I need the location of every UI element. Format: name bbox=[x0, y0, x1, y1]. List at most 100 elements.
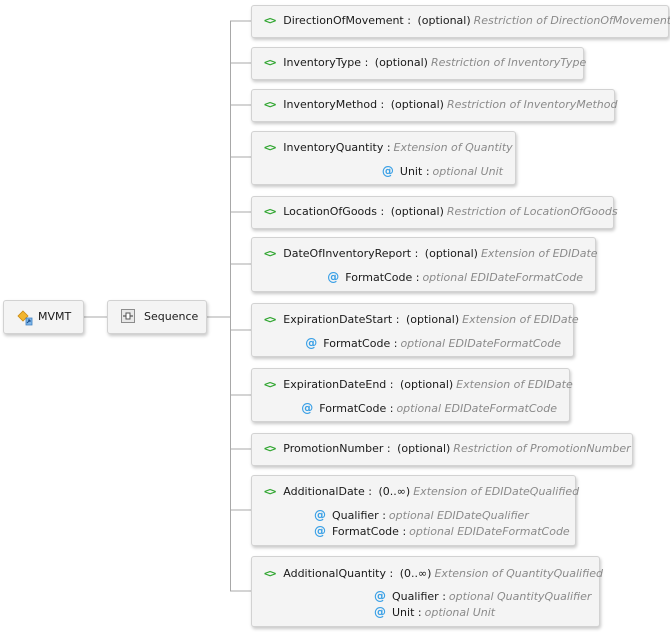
element-cardinality: (optional) bbox=[397, 442, 451, 455]
attribute-type: optional EDIDateFormatCode bbox=[422, 271, 583, 284]
attribute-name: Qualifier bbox=[392, 590, 439, 603]
separator: : bbox=[382, 509, 386, 522]
separator: : bbox=[364, 56, 369, 69]
element-name: DateOfInventoryReport bbox=[283, 247, 412, 260]
sequence-node[interactable]: Sequence bbox=[107, 300, 207, 334]
element-name: DirectionOfMovement bbox=[283, 14, 404, 27]
attribute-type: optional EDIDateFormatCode bbox=[409, 525, 570, 538]
element-cardinality: (optional) bbox=[417, 14, 471, 27]
element-icon: <> bbox=[264, 567, 276, 580]
element-icon: <> bbox=[264, 313, 276, 326]
element-type: Extension of Quantity bbox=[393, 141, 513, 154]
separator: : bbox=[395, 313, 400, 326]
attribute-type: optional QuantityQualifier bbox=[448, 590, 592, 603]
element-type: Extension of EDIDate bbox=[462, 313, 579, 326]
element-icon: <> bbox=[264, 378, 276, 391]
element-cardinality: (optional) bbox=[405, 313, 460, 326]
element-type: Extension of QuantityQualified bbox=[434, 567, 603, 580]
separator: : bbox=[442, 590, 446, 603]
element-node-additional-date[interactable]: <> AdditionalDate : (0..∞)Extension of ED… bbox=[251, 475, 580, 546]
attribute-type: optional EDIDateFormatCode bbox=[400, 337, 561, 350]
attribute-icon: @ bbox=[305, 336, 318, 350]
element-node-expiration-date-start[interactable]: <> ExpirationDateStart : (optional)Extens… bbox=[251, 303, 579, 357]
element-name: ExpirationDateStart bbox=[283, 313, 393, 326]
attribute-name: FormatCode bbox=[332, 525, 399, 538]
element-node-inventory-type[interactable]: <> InventoryType : (optional)Restriction … bbox=[251, 47, 587, 80]
attribute-name: Unit bbox=[399, 165, 423, 178]
attribute-icon: @ bbox=[374, 589, 386, 603]
attribute-name: Unit bbox=[392, 606, 415, 619]
separator: : bbox=[402, 525, 407, 538]
element-icon: <> bbox=[264, 14, 276, 27]
element-name: AdditionalQuantity bbox=[283, 567, 387, 580]
element-cardinality: (optional) bbox=[390, 98, 444, 111]
element-type: Restriction of InventoryType bbox=[430, 56, 587, 69]
separator: : bbox=[407, 14, 411, 27]
separator: : bbox=[386, 141, 391, 154]
element-node-expiration-date-end[interactable]: <> ExpirationDateEnd : (optional)Extensio… bbox=[251, 368, 573, 422]
separator: : bbox=[389, 378, 394, 391]
element-type: Restriction of DirectionOfMovement bbox=[473, 14, 670, 27]
element-reference-icon bbox=[17, 310, 33, 326]
separator: : bbox=[393, 337, 398, 350]
element-cardinality: (0..∞) bbox=[378, 485, 411, 498]
element-node-direction-of-movement[interactable]: <> DirectionOfMovement : (optional)Restri… bbox=[251, 5, 670, 38]
element-icon: <> bbox=[264, 485, 276, 498]
element-node-inventory-quantity[interactable]: <>InventoryQuantity :Extension of Quanti… bbox=[251, 131, 516, 185]
separator: : bbox=[425, 165, 430, 178]
element-icon: <> bbox=[264, 56, 276, 69]
sequence-label: Sequence bbox=[144, 310, 199, 323]
element-name: InventoryQuantity bbox=[283, 141, 384, 154]
root-label: MVMT bbox=[38, 310, 72, 323]
attribute-name: Qualifier bbox=[332, 509, 379, 522]
element-name: InventoryMethod bbox=[283, 98, 378, 111]
attribute-icon: @ bbox=[327, 270, 340, 284]
element-name: AdditionalDate bbox=[283, 485, 365, 498]
attribute-type: optional EDIDateQualifier bbox=[388, 509, 529, 522]
element-icon: <> bbox=[264, 98, 276, 111]
element-cardinality: (optional) bbox=[424, 247, 478, 260]
separator: : bbox=[417, 606, 422, 619]
element-cardinality: (optional) bbox=[374, 56, 428, 69]
element-cardinality: (optional) bbox=[400, 378, 454, 391]
attribute-icon: @ bbox=[314, 508, 326, 522]
element-type: Restriction of InventoryMethod bbox=[446, 98, 618, 111]
element-node-additional-quantity[interactable]: <> AdditionalQuantity : (0..∞)Extension o… bbox=[251, 556, 603, 627]
attribute-type: optional EDIDateFormatCode bbox=[396, 402, 557, 415]
element-cardinality: (0..∞) bbox=[399, 567, 432, 580]
root-node-mvmt[interactable]: MVMT bbox=[3, 300, 84, 334]
element-icon: <> bbox=[264, 442, 276, 455]
attribute-icon: @ bbox=[381, 164, 394, 178]
element-icon: <> bbox=[264, 205, 276, 218]
element-icon: <> bbox=[264, 141, 276, 154]
attribute-name: FormatCode bbox=[323, 337, 391, 350]
attribute-name: FormatCode bbox=[345, 271, 413, 284]
separator: : bbox=[414, 247, 419, 260]
element-node-location-of-goods[interactable]: <> LocationOfGoods : (optional)Restrictio… bbox=[251, 196, 618, 229]
element-name: InventoryType bbox=[283, 56, 362, 69]
separator: : bbox=[389, 567, 394, 580]
element-node-inventory-method[interactable]: <> InventoryMethod : (optional)Restrictio… bbox=[251, 89, 618, 122]
attribute-icon: @ bbox=[374, 605, 386, 619]
element-cardinality: (optional) bbox=[390, 205, 444, 218]
element-type: Extension of EDIDateQualified bbox=[413, 485, 580, 498]
element-type: Extension of EDIDate bbox=[480, 247, 598, 260]
element-node-date-of-inventory-report[interactable]: <>DateOfInventoryReport : (optional)Exte… bbox=[251, 237, 598, 292]
separator: : bbox=[380, 205, 385, 218]
attribute-type: optional Unit bbox=[432, 165, 503, 178]
attribute-name: FormatCode bbox=[319, 402, 387, 415]
attribute-icon: @ bbox=[301, 401, 314, 415]
element-type: Restriction of PromotionNumber bbox=[453, 442, 631, 455]
element-type: Restriction of LocationOfGoods bbox=[446, 205, 618, 218]
attribute-type: optional Unit bbox=[424, 606, 496, 619]
element-node-promotion-number[interactable]: <>PromotionNumber : (optional)Restrictio… bbox=[251, 433, 633, 466]
separator: : bbox=[368, 485, 372, 498]
separator: : bbox=[415, 271, 420, 284]
sequence-icon bbox=[121, 309, 135, 323]
separator: : bbox=[380, 98, 385, 111]
element-type: Extension of EDIDate bbox=[456, 378, 573, 391]
attribute-icon: @ bbox=[314, 524, 326, 538]
element-name: ExpirationDateEnd bbox=[283, 378, 387, 391]
element-name: LocationOfGoods bbox=[283, 205, 378, 218]
